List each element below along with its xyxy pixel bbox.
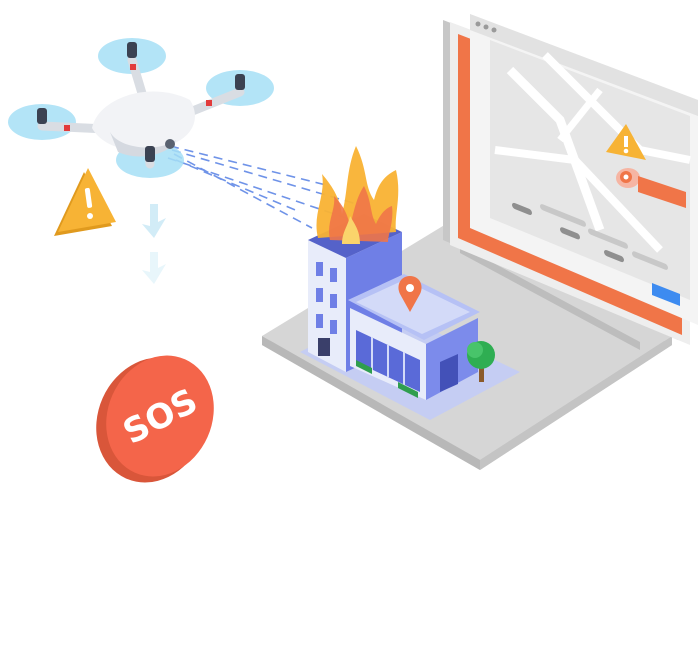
fire-icon (316, 146, 399, 244)
map-icon (490, 40, 691, 306)
down-arrow-icon (142, 204, 166, 284)
map-action-button[interactable] (652, 283, 680, 306)
sos-badge: SOS (96, 355, 214, 483)
location-pin-icon (616, 168, 686, 208)
scan-beams (167, 145, 389, 233)
tree-icon (467, 341, 495, 382)
location-pin-icon (398, 276, 422, 312)
warning-icon (54, 168, 116, 236)
map-list-rows (512, 202, 668, 270)
warning-icon (606, 124, 646, 160)
drone-icon (8, 38, 274, 178)
map-window (470, 14, 698, 325)
